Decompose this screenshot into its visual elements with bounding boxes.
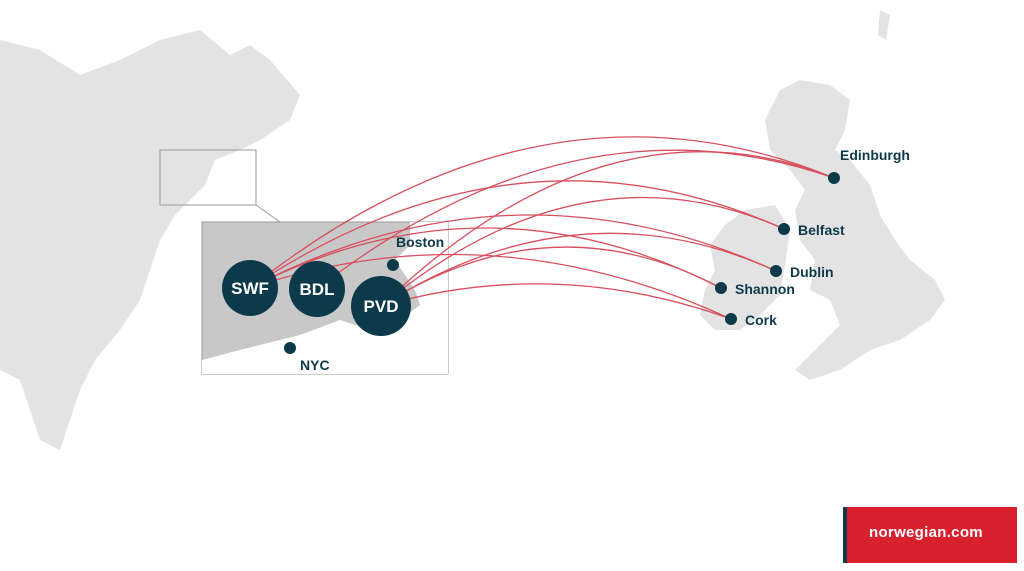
land-shetland [878,10,890,40]
route-bdl-edinburgh [316,149,835,290]
city-marker-boston[interactable] [387,259,399,271]
city-label-belfast: Belfast [798,222,845,238]
city-marker-cork[interactable] [725,313,737,325]
route-swf-shannon [249,227,722,289]
land-north-america [0,30,300,450]
city-label-dublin: Dublin [790,264,834,280]
inset-coast [202,222,448,374]
land-great-britain [765,80,945,380]
city-label-boston: Boston [396,234,444,250]
city-label-shannon: Shannon [735,281,795,297]
route-lines [249,136,835,320]
city-label-edinburgh: Edinburgh [840,147,910,163]
city-marker-nyc[interactable] [284,342,296,354]
hub-marker-swf[interactable] [222,260,278,316]
locator-box [159,149,257,206]
hub-marker-pvd[interactable] [351,276,411,336]
city-label-cork: Cork [745,312,777,328]
route-pvd-edinburgh [380,151,835,307]
route-pvd-shannon [380,246,722,307]
city-marker-shannon[interactable] [715,282,727,294]
norwegian-logo[interactable]: norwegian.com [843,507,1017,563]
route-pvd-cork [380,283,732,320]
locator-connector [255,204,281,223]
hub-label-pvd: PVD [364,297,399,316]
logo-text: norwegian.com [869,524,983,541]
city-marker-edinburgh[interactable] [828,172,840,184]
route-swf-dublin [249,214,777,289]
hub-label-swf: SWF [231,279,269,298]
route-swf-edinburgh [249,136,835,289]
route-swf-belfast [249,180,785,289]
route-pvd-dublin [380,232,777,307]
land-ireland [700,205,790,330]
city-marker-dublin[interactable] [770,265,782,277]
city-label-nyc: NYC [300,357,330,373]
hub-marker-bdl[interactable] [289,261,345,317]
city-marker-belfast[interactable] [778,223,790,235]
route-pvd-belfast [380,196,785,307]
hub-label-bdl: BDL [300,280,335,299]
